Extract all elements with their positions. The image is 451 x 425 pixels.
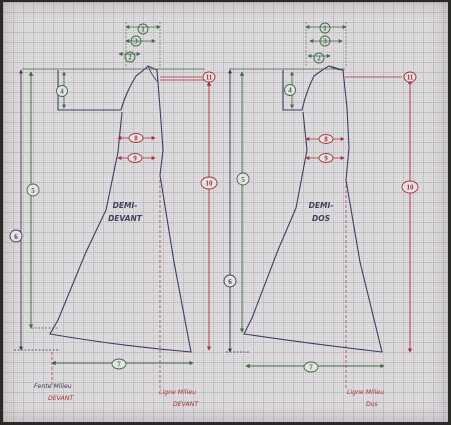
back-num-2: 2: [313, 52, 325, 64]
svg-text:11: 11: [206, 74, 213, 82]
front-num-2: 2: [124, 51, 136, 63]
front-outline: [49, 65, 192, 353]
back-num-9: 9: [318, 153, 334, 163]
front-slit-label-line1: Fente Milieu: [34, 382, 72, 390]
back-num-1: 1: [319, 22, 331, 34]
front-neck-curve: [147, 65, 159, 83]
svg-text:8: 8: [324, 136, 328, 144]
svg-text:6: 6: [14, 233, 18, 241]
back-num-7: 7: [303, 361, 319, 373]
back-name-line1: DEMI-: [309, 201, 334, 210]
svg-text:7: 7: [117, 361, 121, 369]
back-center-label-line1: Ligne Milieu: [347, 389, 384, 396]
front-name-line1: DEMI-: [113, 201, 138, 210]
front-num-11: 11: [202, 71, 216, 83]
back-num-6: 6: [223, 274, 237, 288]
svg-text:5: 5: [31, 187, 35, 195]
front-num-3: 3: [130, 35, 142, 47]
front-num-1: 1: [137, 23, 149, 35]
back-num-10: 10: [401, 180, 419, 194]
front-piece: 1 3 2 4 5 6 8 9 10 11 7 DEMI- DEVANT Fen…: [9, 22, 218, 408]
front-num-7: 7: [111, 358, 127, 370]
back-num-11: 11: [403, 71, 417, 83]
svg-text:6: 6: [228, 278, 232, 286]
svg-text:8: 8: [134, 135, 138, 143]
front-name-line2: DEVANT: [108, 214, 143, 223]
back-num-8: 8: [318, 134, 334, 144]
svg-text:4: 4: [288, 87, 292, 95]
back-center-label-line2: Dos: [366, 401, 379, 408]
back-outline: [243, 65, 383, 353]
front-num-6: 6: [9, 229, 23, 243]
back-num-4: 4: [284, 84, 296, 96]
svg-text:10: 10: [407, 184, 415, 192]
svg-text:11: 11: [407, 74, 414, 82]
back-num-3: 3: [319, 35, 331, 47]
svg-text:2: 2: [128, 54, 132, 62]
front-num-8: 8: [128, 133, 144, 143]
front-center-label-line2: DEVANT: [173, 401, 199, 408]
svg-text:5: 5: [241, 176, 245, 184]
svg-text:4: 4: [60, 88, 64, 96]
front-num-9: 9: [127, 153, 143, 163]
back-num-5: 5: [236, 172, 250, 186]
svg-text:1: 1: [141, 26, 145, 34]
svg-text:1: 1: [323, 25, 327, 33]
front-num-10: 10: [200, 176, 218, 190]
svg-text:9: 9: [324, 155, 328, 163]
back-piece: 1 3 2 4 5 6 8 9 10 11 7 DEMI- DOS Ligne …: [223, 22, 419, 408]
front-num-5: 5: [26, 183, 40, 197]
svg-text:3: 3: [134, 38, 138, 46]
front-slit-label-line2: DEVANT: [48, 395, 74, 402]
svg-text:10: 10: [206, 180, 214, 188]
graph-paper: [3, 2, 448, 422]
svg-text:2: 2: [317, 55, 321, 63]
svg-text:7: 7: [309, 364, 313, 372]
back-name-line2: DOS: [312, 214, 330, 223]
front-num-4: 4: [56, 85, 68, 97]
front-center-label-line1: Ligne Milieu: [159, 389, 196, 396]
svg-text:9: 9: [133, 155, 137, 163]
svg-text:3: 3: [323, 38, 327, 46]
